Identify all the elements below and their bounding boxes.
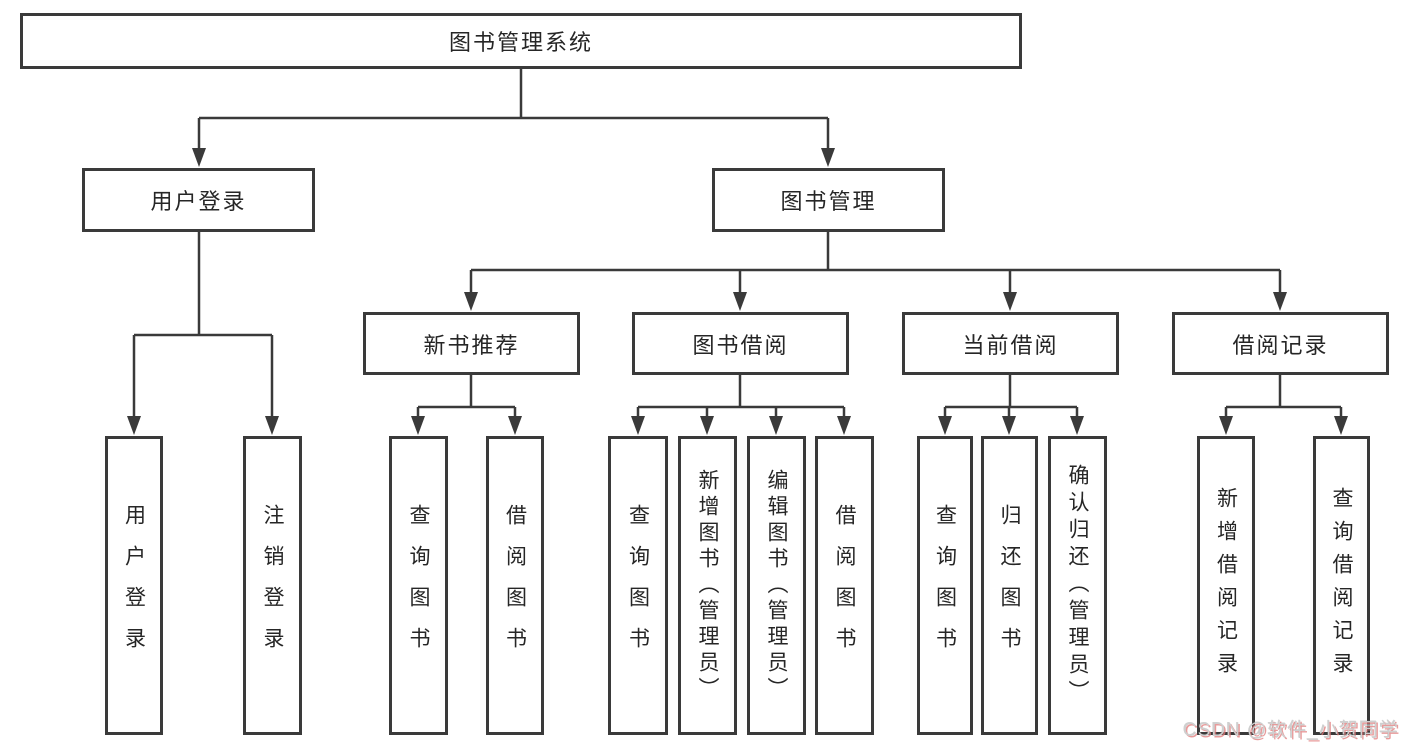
node-current-borrow: 当前借阅 [902, 312, 1119, 375]
leaf-query-books-recommend: 查询图书 [389, 436, 448, 735]
node-current-borrow-label: 当前借阅 [962, 332, 1059, 358]
leaf-query-borrow-record-label: 查询借阅记录 [1330, 486, 1353, 685]
leaf-user-login-label: 用户登录 [122, 503, 146, 668]
node-book-management-label: 图书管理 [780, 189, 877, 214]
node-user-login-label: 用户登录 [150, 189, 247, 214]
leaf-query-borrow-record: 查询借阅记录 [1313, 436, 1370, 735]
leaf-add-borrow-record: 新增借阅记录 [1197, 436, 1255, 735]
leaf-edit-books-admin: 编辑图书（管理员） [747, 436, 806, 735]
leaf-query-books-borrow: 查询图书 [608, 436, 668, 735]
leaf-borrow-books: 借阅图书 [815, 436, 874, 735]
leaf-query-books-current-label: 查询图书 [933, 503, 957, 668]
leaf-borrow-books-recommend-label: 借阅图书 [503, 503, 527, 668]
leaf-edit-books-admin-label: 编辑图书（管理员） [765, 468, 788, 703]
node-user-login: 用户登录 [82, 168, 315, 232]
leaf-logout: 注销登录 [243, 436, 302, 735]
csdn-watermark: CSDN @软件_小贺同学 [1183, 720, 1399, 741]
node-borrow-record-label: 借阅记录 [1232, 332, 1329, 358]
leaf-query-books-recommend-label: 查询图书 [407, 503, 430, 668]
leaf-add-books-admin-label: 新增图书（管理员） [696, 468, 719, 703]
leaf-return-books: 归还图书 [981, 436, 1038, 735]
node-book-management: 图书管理 [712, 168, 945, 232]
leaf-logout-label: 注销登录 [261, 503, 284, 668]
node-book-borrow-label: 图书借阅 [692, 332, 789, 358]
leaf-return-books-label: 归还图书 [998, 503, 1021, 668]
leaf-query-books-current: 查询图书 [917, 436, 973, 735]
node-root-system: 图书管理系统 [20, 13, 1022, 69]
node-borrow-record: 借阅记录 [1172, 312, 1389, 375]
leaf-add-books-admin: 新增图书（管理员） [678, 436, 737, 735]
node-root-label: 图书管理系统 [448, 30, 593, 55]
leaf-confirm-return-admin-label: 确认归还（管理员） [1066, 464, 1089, 707]
leaf-borrow-books-label: 借阅图书 [833, 503, 856, 668]
leaf-borrow-books-recommend: 借阅图书 [486, 436, 544, 735]
node-book-borrow: 图书借阅 [632, 312, 849, 375]
leaf-add-borrow-record-label: 新增借阅记录 [1214, 486, 1238, 685]
leaf-query-books-borrow-label: 查询图书 [626, 503, 650, 668]
node-new-book-recommend-label: 新书推荐 [423, 332, 520, 358]
node-new-book-recommend: 新书推荐 [363, 312, 580, 375]
leaf-confirm-return-admin: 确认归还（管理员） [1048, 436, 1107, 735]
leaf-user-login: 用户登录 [105, 436, 163, 735]
